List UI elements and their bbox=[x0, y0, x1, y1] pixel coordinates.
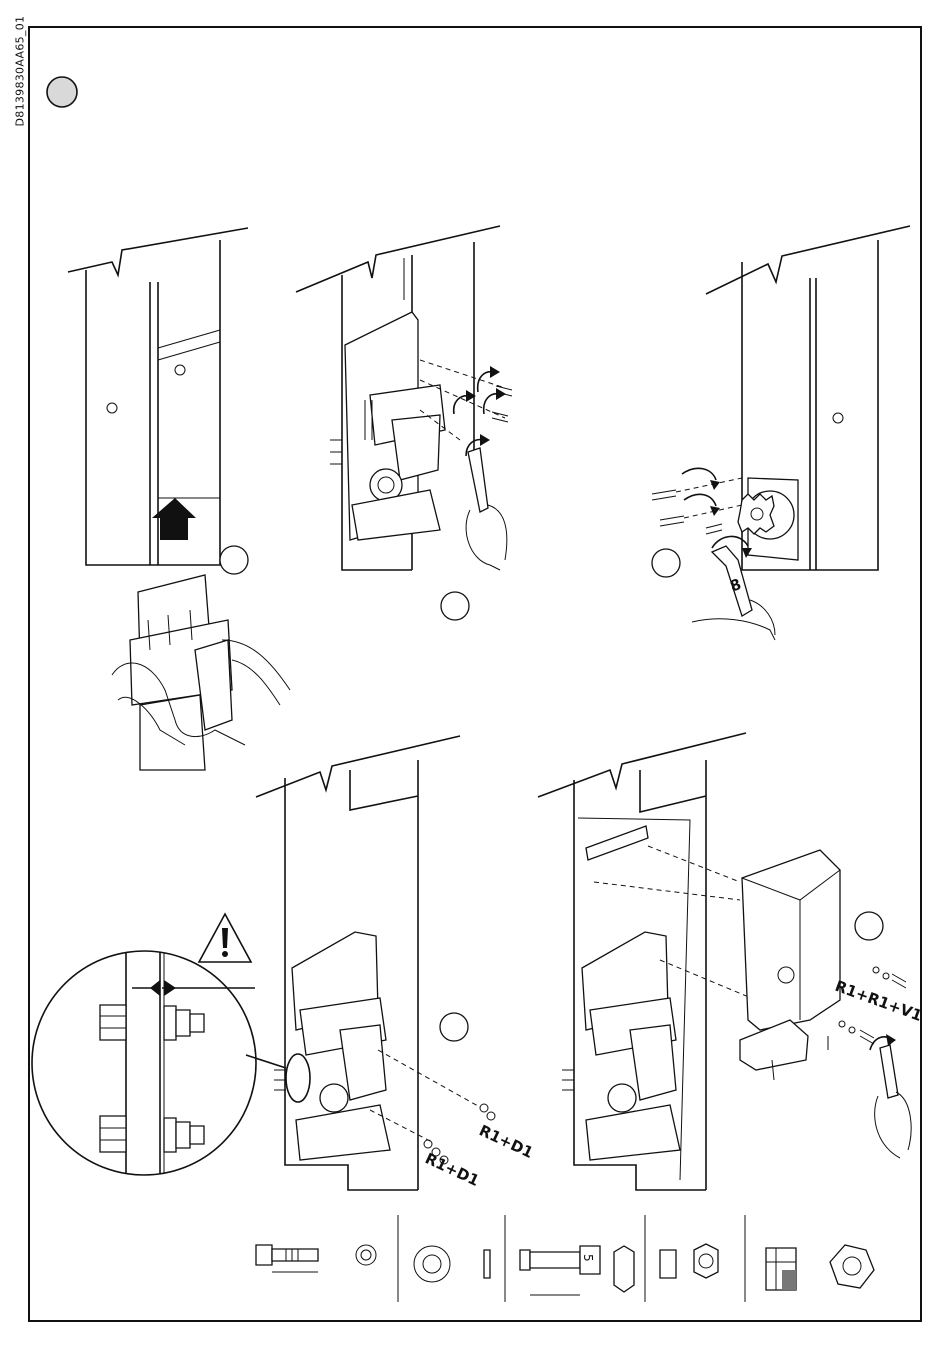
fastener-legend: 5 bbox=[256, 1215, 874, 1302]
step-circle-3 bbox=[652, 549, 680, 577]
step-circle-1 bbox=[220, 546, 248, 574]
step-badge bbox=[47, 77, 77, 107]
detail-highlight-ring bbox=[286, 1054, 310, 1102]
step-circle-2 bbox=[441, 592, 469, 620]
legend-hex-bolt: 5 bbox=[520, 1246, 634, 1295]
cover-housing bbox=[742, 850, 840, 1030]
step-circle-4 bbox=[440, 1013, 468, 1041]
panel-4-adjust-level: R1+D1 R1+D1 bbox=[199, 736, 536, 1190]
fastener-label-r1-d1-lower: R1+D1 bbox=[422, 1149, 482, 1190]
fastener-label-r1-d1-upper: R1+D1 bbox=[476, 1121, 536, 1162]
legend-washer-r1 bbox=[414, 1246, 490, 1282]
fastener-label-r1-r1-v1: R1+R1+V1 bbox=[833, 977, 925, 1025]
panel-5-cover: R1+R1+V1 bbox=[538, 733, 924, 1190]
detail-magnifier bbox=[32, 940, 256, 1190]
panel-2-fix-screws bbox=[296, 226, 512, 620]
legend-screw-v1 bbox=[256, 1245, 376, 1272]
panel-1-insert-unit bbox=[68, 228, 290, 770]
hex-key-icon bbox=[468, 448, 488, 512]
legend-lock-nut bbox=[766, 1245, 874, 1290]
pinion-gear-icon bbox=[738, 494, 774, 534]
legend-nut-d1 bbox=[660, 1244, 718, 1278]
step-circle-5 bbox=[855, 912, 883, 940]
panel-3-pinion: 8 bbox=[652, 226, 910, 640]
bolt-dimension-label: 5 bbox=[581, 1254, 595, 1262]
